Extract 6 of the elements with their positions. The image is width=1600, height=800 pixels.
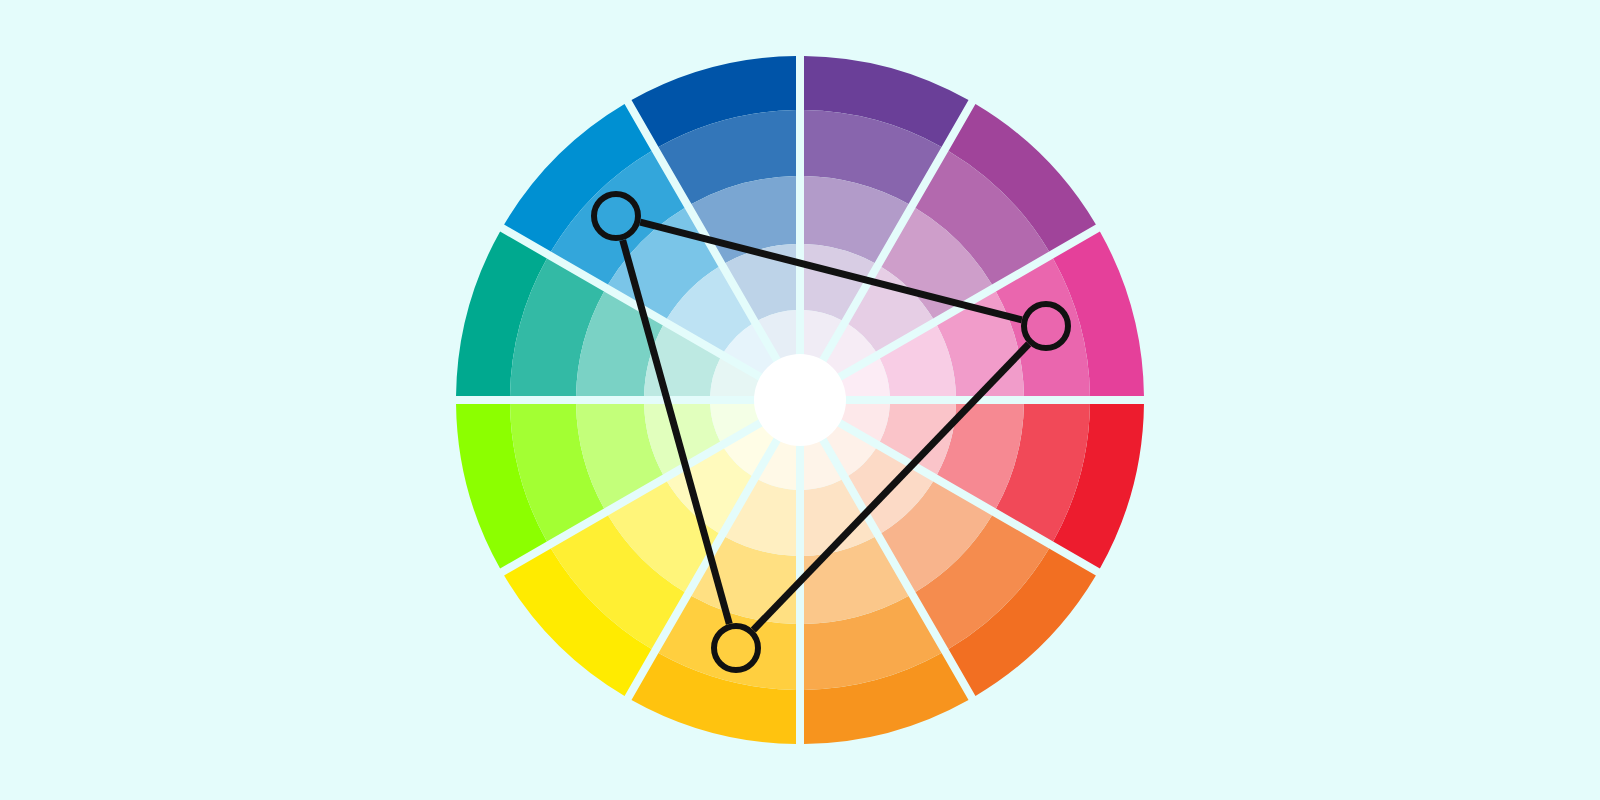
ring-icon bbox=[590, 190, 642, 242]
connector-line bbox=[619, 239, 733, 625]
connector-line bbox=[750, 341, 1032, 633]
ring-icon bbox=[1020, 300, 1072, 352]
ring-icon bbox=[710, 622, 762, 674]
connector-line bbox=[639, 218, 1023, 324]
